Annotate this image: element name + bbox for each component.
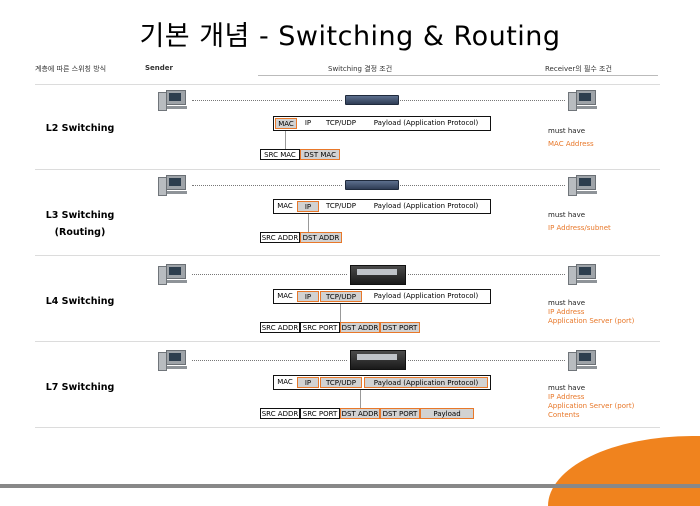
field-src-addr: SRC ADDR [260,232,300,243]
header-layer-method: 계층에 따른 스위칭 방식 [35,65,107,73]
field-dst-addr: DST ADDR [340,408,380,419]
network-switch-icon [345,180,399,190]
flow-line [400,100,565,101]
requirement-item: IP Address [548,308,585,316]
packet-frame [273,375,491,390]
packet-payload: Payload (Application Protocol) [373,292,479,300]
packet-payload: Payload (Application Protocol) [373,119,479,127]
header-receiver: Receiver의 필수 조건 [545,65,612,73]
row-label: L3 Switching (Routing) [30,207,130,241]
must-have-label: must have [548,127,586,135]
bottom-bar [0,484,700,488]
requirement-item: Contents [548,411,580,419]
requirement-item: Application Server (port) [548,317,635,325]
field-payload: Payload [420,408,474,419]
row-divider [35,169,660,170]
row-divider [35,255,660,256]
must-have-label: must have [548,299,586,307]
packet-tcp-udp: TCP/UDP [320,291,362,302]
flow-line [408,360,565,361]
row-divider [35,84,660,85]
requirement-item: IP Address [548,393,585,401]
field-dst-port: DST PORT [380,322,420,333]
must-have-label: must have [548,384,586,392]
row-label: L7 Switching [30,379,130,396]
packet-ip: IP [297,377,319,388]
header-switching-basis: Switching 결정 조건 [328,65,393,73]
row-label-line1: L7 Switching [45,382,115,393]
packet-frame [273,289,491,304]
header-sender: Sender [145,64,173,72]
field-dst-mac: DST MAC [300,149,340,160]
network-switch-icon [345,95,399,105]
requirement-item: MAC Address [548,140,594,148]
packet-tcp-udp: TCP/UDP [325,202,357,210]
page-title: 기본 개념 - Switching & Routing [139,21,561,52]
row-divider [35,341,660,342]
row-divider [35,427,660,428]
connector [308,214,309,232]
field-dst-addr: DST ADDR [340,322,380,333]
requirement-block: must have IP Address/subnet [548,211,611,233]
row-label: L2 Switching [30,120,130,137]
packet-tcp-udp: TCP/UDP [320,377,362,388]
row-label: L4 Switching [30,293,130,310]
connector [285,131,286,149]
packet-ip: IP [297,291,319,302]
field-src-addr: SRC ADDR [260,408,300,419]
flow-line [192,100,342,101]
row-label-line2: (Routing) [54,227,106,238]
packet-payload: Payload (Application Protocol) [364,377,488,388]
requirement-item: IP Address/subnet [548,224,611,232]
packet-mac: MAC [275,118,297,129]
flow-line [408,274,565,275]
field-dst-port: DST PORT [380,408,420,419]
field-src-mac: SRC MAC [260,149,300,160]
packet-ip: IP [304,119,312,127]
packet-ip: IP [297,201,319,212]
field-src-port: SRC PORT [300,322,340,333]
must-have-label: must have [548,211,586,219]
packet-mac: MAC [277,378,293,386]
row-label-line1: L2 Switching [45,123,115,134]
packet-frame [273,199,491,214]
row-label-line1: L3 Switching [45,210,115,221]
requirement-block: must have IP Address Application Server … [548,384,634,420]
packet-mac: MAC [277,202,293,210]
flow-line [192,185,342,186]
packet-mac: MAC [277,292,293,300]
corner-decoration [548,436,700,506]
row-label-line1: L4 Switching [45,296,115,307]
field-dst-addr: DST ADDR [300,232,342,243]
requirement-block: must have MAC Address [548,127,594,149]
packet-tcp-udp: TCP/UDP [325,119,357,127]
requirement-block: must have IP Address Application Server … [548,299,634,326]
header-divider [258,75,658,76]
packet-payload: Payload (Application Protocol) [373,202,479,210]
requirement-item: Application Server (port) [548,402,635,410]
field-src-addr: SRC ADDR [260,322,300,333]
packet-frame [273,116,491,131]
network-switch-icon [350,265,406,285]
flow-line [400,185,565,186]
connector [340,304,341,322]
flow-line [192,274,347,275]
field-src-port: SRC PORT [300,408,340,419]
connector [360,390,361,408]
flow-line [192,360,347,361]
network-switch-icon [350,350,406,370]
